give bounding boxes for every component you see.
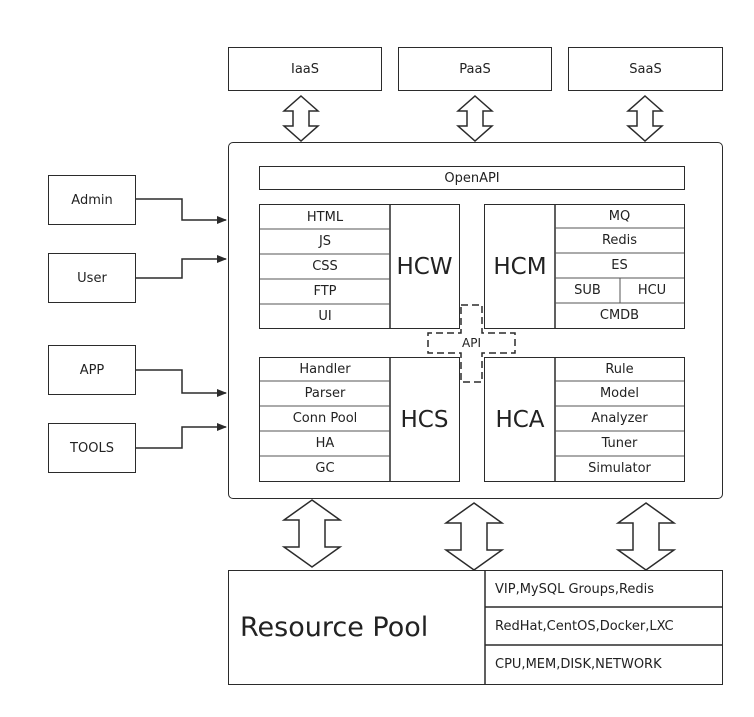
hcm-item: SUB	[574, 283, 601, 298]
api-label: API	[462, 336, 481, 350]
user-box: User	[48, 253, 136, 303]
client-arrows	[136, 198, 227, 449]
hcw-item: HTML	[306, 209, 344, 225]
hca-item: Simulator	[588, 461, 651, 476]
api-cross	[427, 304, 516, 383]
hcm-item: Redis	[601, 233, 638, 248]
openapi-bar: OpenAPI	[259, 166, 685, 190]
hcs-title: HCS	[400, 406, 449, 433]
hcw-item: JS	[318, 234, 332, 249]
hcs-item: Conn Pool	[292, 411, 358, 426]
hcm-title: HCM	[493, 253, 547, 280]
hcs-item: Handler	[299, 362, 351, 377]
hca-item: Analyzer	[591, 411, 648, 426]
hcs-item: Parser	[304, 386, 346, 401]
hcw-item: FTP	[313, 284, 337, 299]
bottom-double-arrows	[281, 499, 677, 571]
hcm-dividers	[554, 205, 684, 328]
top-double-arrows	[282, 94, 664, 143]
hca-dividers	[554, 358, 684, 481]
hcs-item: GC	[315, 461, 335, 476]
resource-pool-item: VIP,MySQL Groups,Redis	[495, 582, 655, 597]
hcm-item: ES	[611, 258, 628, 273]
hcm-item: HCU	[637, 283, 667, 298]
hca-title: HCA	[495, 406, 545, 433]
user-label: User	[77, 270, 107, 286]
hca-module	[484, 357, 685, 482]
hcw-item: UI	[318, 308, 332, 324]
tools-box: TOOLS	[48, 423, 136, 473]
hcm-item: MQ	[608, 209, 631, 224]
hca-item: Rule	[605, 362, 634, 377]
saas-label: SaaS	[629, 61, 662, 77]
hcm-module	[484, 204, 685, 329]
tools-label: TOOLS	[70, 440, 114, 456]
hcw-dividers	[260, 205, 391, 328]
system-frame	[228, 142, 723, 499]
hcw-title: HCW	[396, 253, 453, 280]
paas-box: PaaS	[398, 47, 552, 91]
resource-pool-item: RedHat,CentOS,Docker,LXC	[495, 619, 674, 634]
hcw-module	[259, 204, 460, 329]
openapi-label: OpenAPI	[444, 170, 500, 186]
resource-pool-box	[228, 570, 723, 685]
app-box: APP	[48, 345, 136, 395]
hca-item: Tuner	[601, 436, 638, 451]
hca-item: Model	[599, 386, 640, 401]
hcm-item: CMDB	[599, 308, 640, 323]
hcs-module	[259, 357, 460, 482]
app-label: APP	[79, 362, 105, 378]
resource-pool-item: CPU,MEM,DISK,NETWORK	[495, 657, 662, 672]
resource-pool-dividers	[484, 570, 723, 685]
iaas-box: IaaS	[228, 47, 382, 91]
resource-pool-title: Resource Pool	[240, 612, 429, 643]
hcw-item: CSS	[312, 259, 338, 274]
hcs-item: HA	[315, 436, 335, 451]
iaas-label: IaaS	[290, 61, 320, 77]
admin-label: Admin	[71, 192, 113, 208]
hcs-dividers	[260, 358, 391, 481]
saas-box: SaaS	[568, 47, 723, 91]
paas-label: PaaS	[459, 61, 491, 77]
admin-box: Admin	[48, 175, 136, 225]
